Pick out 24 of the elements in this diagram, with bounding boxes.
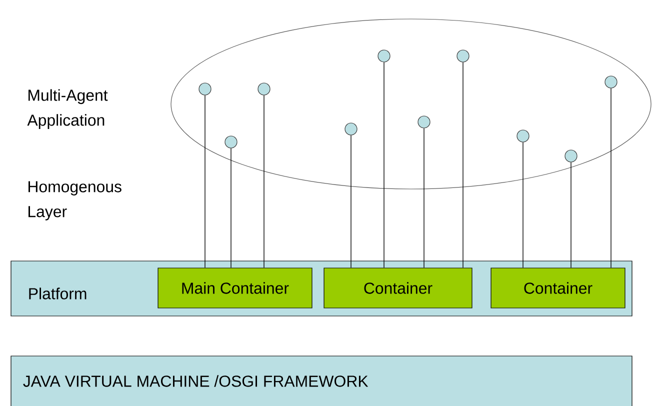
connector-line <box>462 62 464 268</box>
connector-line <box>230 148 232 268</box>
side-label: Homogenous Layer <box>28 181 122 220</box>
agent-circle <box>418 116 430 128</box>
agent-circle <box>456 50 470 62</box>
side-label: Multi-Agent Application <box>27 89 108 129</box>
agent-circle <box>564 150 578 162</box>
connector-line <box>350 134 352 268</box>
application-ellipse <box>170 18 652 190</box>
connector-line <box>570 162 572 268</box>
connector-line <box>204 94 206 268</box>
agent-circle <box>604 76 618 88</box>
agent-circle <box>378 50 390 62</box>
agent-circle <box>198 82 212 96</box>
connector-line <box>610 88 612 268</box>
connector-line <box>522 142 524 268</box>
agent-circle <box>344 122 358 136</box>
agent-circle <box>258 82 270 96</box>
container-box: Container <box>324 268 472 308</box>
layer-band: JAVA VIRTUAL MACHINE /OSGI FRAMEWORK <box>10 356 632 406</box>
agent-circle <box>224 136 238 148</box>
container-box: Main Container <box>158 268 312 308</box>
agent-circle <box>516 130 530 142</box>
container-box: Container <box>490 268 626 308</box>
